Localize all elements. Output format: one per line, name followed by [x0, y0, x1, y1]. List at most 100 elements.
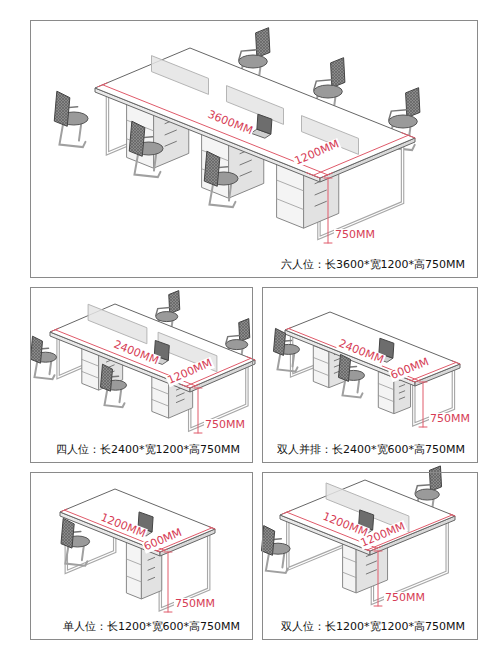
spec-caption: 六人位：长3600*宽1200*高750MM	[279, 258, 467, 272]
product-panel: 四人位：长2400*宽1200*高750MM	[30, 287, 253, 463]
office-chair	[61, 518, 90, 565]
vent-slot	[399, 391, 404, 393]
drawer-line	[313, 357, 329, 363]
drawer-line	[313, 369, 329, 375]
chair-back	[239, 319, 250, 342]
drawer-line	[343, 557, 357, 562]
spec-caption: 双人并排：长2400*宽600*高750MM	[275, 443, 467, 457]
laptop-screen	[257, 114, 272, 134]
chair-back	[262, 526, 275, 556]
dimension-tick	[194, 433, 202, 434]
chair-seat	[389, 115, 418, 128]
product-panel: 双人并排：长2400*宽600*高750MM	[262, 287, 478, 463]
chair-leg	[35, 360, 55, 379]
drawer-line	[343, 572, 357, 577]
dimension-tick	[416, 380, 421, 382]
dimension-tick	[374, 551, 382, 552]
dimension-lines	[52, 328, 255, 433]
office-chair	[339, 354, 365, 397]
chair-back	[256, 28, 270, 58]
chair-back	[101, 364, 113, 391]
dimension-tick	[323, 173, 333, 177]
dimension-tick	[164, 612, 172, 613]
vent-slot	[148, 567, 155, 570]
vent-slot	[240, 171, 251, 176]
dimension-tick	[62, 509, 68, 511]
dimension-tick	[419, 427, 427, 428]
dimension-tick	[450, 514, 455, 516]
dimension-tick	[192, 384, 199, 387]
dimension-lines	[98, 83, 415, 243]
vent-slot	[366, 570, 376, 574]
dimension-tick	[324, 178, 332, 179]
desk-illustration	[54, 28, 420, 243]
drawer-line	[126, 576, 141, 582]
desk-top	[50, 304, 255, 388]
chair-back	[204, 151, 220, 186]
product-panel: 单人位：长1200*宽600*高750MM	[30, 472, 253, 640]
vent-slot	[399, 397, 404, 399]
cabinet-front	[343, 542, 357, 593]
drawer-line	[82, 359, 99, 366]
dimension-label: 750MM	[334, 229, 376, 241]
chair-back	[31, 336, 43, 363]
vent-slot	[315, 201, 326, 206]
screen-partition	[88, 304, 147, 344]
chair-back	[406, 88, 420, 118]
dimension-line	[378, 551, 379, 606]
drawer-line	[277, 180, 304, 191]
chair-back	[54, 91, 70, 126]
chair-seat	[314, 85, 343, 98]
product-panel: 六人位：长3600*宽1200*高750MM	[30, 20, 478, 278]
dimension-tick	[283, 510, 292, 514]
dimension-tick	[182, 385, 190, 388]
dimension-line	[328, 178, 329, 243]
dimension-tick	[52, 328, 59, 331]
dimension-tick	[286, 328, 291, 330]
vent-slot	[148, 577, 155, 580]
drawer-line	[277, 199, 304, 210]
dimension-tick	[419, 382, 427, 383]
dimension-tick	[365, 549, 370, 551]
chair-back	[61, 518, 74, 548]
dimension-tick	[247, 357, 255, 360]
chair-back	[169, 291, 180, 314]
vent-slot	[176, 393, 184, 396]
office-chair	[274, 328, 300, 371]
dimension-lines	[62, 509, 215, 612]
chair-back	[129, 121, 145, 156]
dimension-tick	[154, 550, 160, 552]
office-chair	[54, 91, 88, 147]
office-chair	[204, 151, 238, 207]
desk-illustration	[262, 466, 456, 606]
vent-slot	[165, 130, 176, 135]
desk-top	[95, 48, 415, 178]
drawer-line	[126, 559, 141, 565]
desk-illustration	[31, 291, 256, 433]
chair-back	[331, 58, 345, 88]
vent-slot	[240, 160, 251, 165]
dimension-label: 750MM	[429, 413, 471, 425]
chair-seat	[415, 489, 439, 500]
chair-back	[274, 328, 286, 355]
cabinet-front	[313, 345, 329, 387]
desk-top	[60, 489, 215, 552]
dimension-tick	[209, 527, 215, 529]
dimension-label: 750MM	[174, 598, 216, 610]
drawer-line	[152, 387, 169, 394]
dimension-tick	[307, 173, 321, 178]
chair-back	[429, 466, 441, 491]
chair-leg	[105, 388, 125, 407]
spec-caption: 单人位：长1200*宽600*高750MM	[61, 620, 242, 634]
desk-top	[285, 312, 460, 382]
chair-back	[339, 354, 351, 381]
chair-seat	[226, 340, 248, 350]
dimension-lines	[283, 510, 455, 606]
chair-leg	[278, 352, 298, 371]
chair-seat	[239, 55, 268, 68]
dimension-tick	[162, 549, 168, 551]
office-chair	[101, 364, 127, 407]
product-panel: 双人位：长1200*宽1200*高750MM	[262, 472, 478, 640]
cabinet-front	[126, 542, 141, 599]
